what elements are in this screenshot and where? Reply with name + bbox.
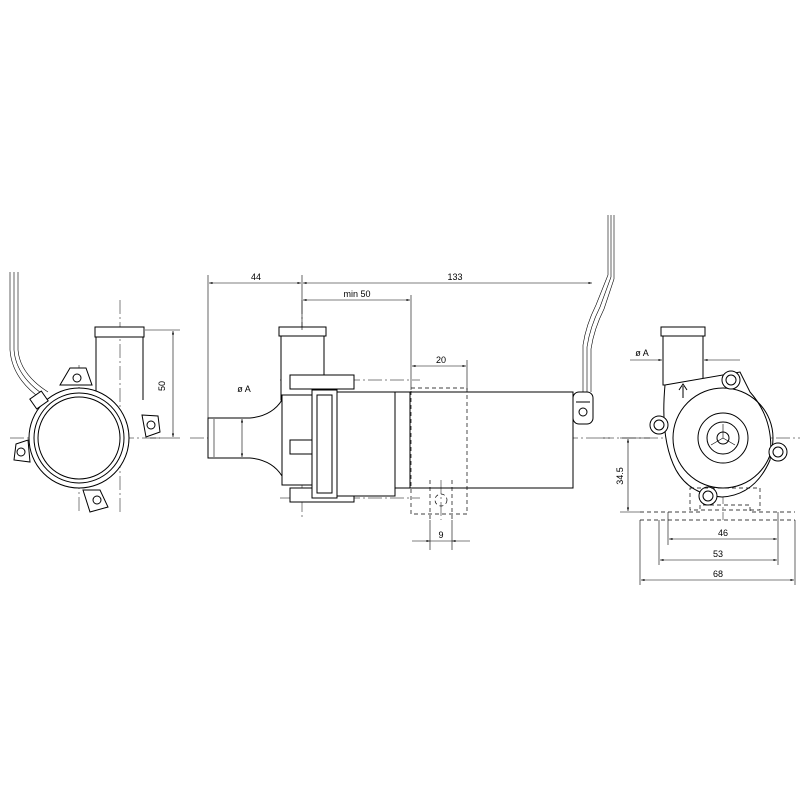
dim-slot-width: 9 bbox=[438, 530, 443, 540]
left-end-view: 50 bbox=[9, 272, 180, 513]
dim-hole-spacing-mid: 53 bbox=[713, 549, 723, 559]
dim-axis-height: 34.5 bbox=[615, 467, 625, 485]
dim-base-width: 68 bbox=[713, 569, 723, 579]
dim-min-clearance: min 50 bbox=[343, 289, 370, 299]
dim-side-height: 50 bbox=[157, 381, 167, 391]
dim-hole-spacing-inner: 46 bbox=[718, 528, 728, 538]
right-end-view: ø A 34.5 46 53 68 bbox=[600, 326, 800, 585]
dim-overall-left: 44 bbox=[251, 272, 261, 282]
side-view: 44 133 min 50 20 9 ø A bbox=[190, 215, 615, 550]
dim-outlet-diameter: ø A bbox=[635, 348, 649, 358]
dim-bracket-width: 20 bbox=[436, 355, 446, 365]
dim-inlet-diameter: ø A bbox=[237, 384, 251, 394]
dim-overall-length: 133 bbox=[447, 272, 462, 282]
